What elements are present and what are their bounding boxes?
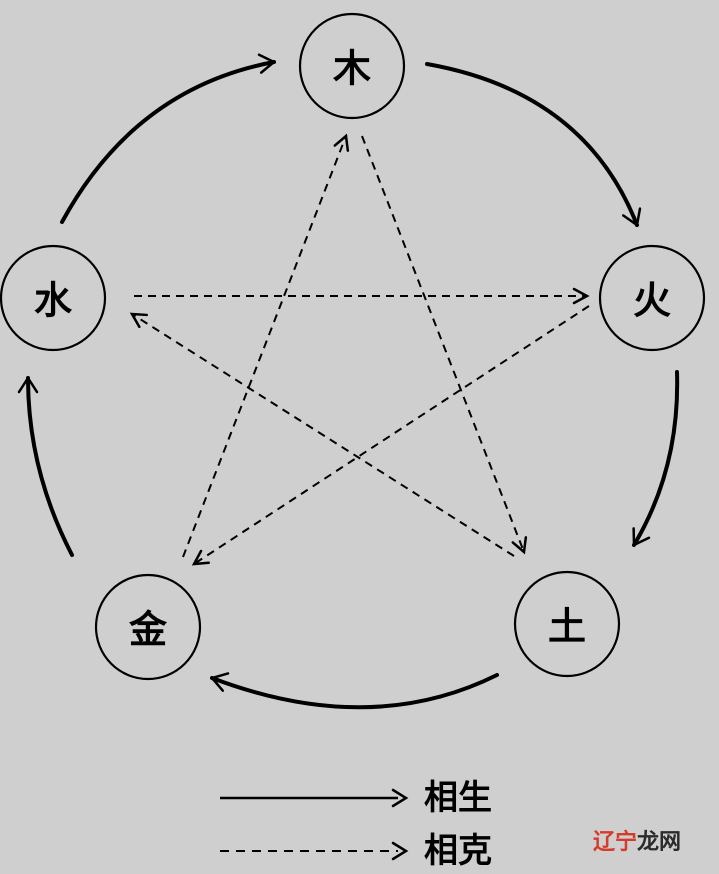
watermark-part2: 龙网: [636, 830, 681, 855]
watermark: 辽宁龙网: [593, 824, 681, 856]
arc-wood-to-fire: [425, 62, 639, 227]
node-wood: 木: [298, 12, 406, 120]
arrowhead-earth-to-metal: [209, 672, 230, 692]
line-earth-to-water: [131, 313, 515, 557]
node-fire: 火: [598, 244, 706, 352]
legend-solid-arrowhead: [391, 788, 409, 808]
line-fire-to-metal: [193, 305, 590, 565]
arc-metal-to-water: [26, 376, 74, 557]
legend-dashed-arrowhead: [391, 841, 409, 861]
node-earth-label: 土: [548, 604, 586, 649]
line-wood-to-earth: [361, 135, 525, 553]
watermark-part1: 辽宁: [592, 830, 637, 855]
arrowhead-water-to-fire: [572, 287, 590, 305]
arrowhead-earth-to-water: [129, 312, 148, 329]
generating-arrows: [26, 60, 680, 710]
node-wood-label: 木: [333, 46, 371, 91]
node-earth: 土: [513, 570, 621, 678]
node-fire-label: 火: [633, 278, 671, 323]
line-metal-to-wood: [182, 135, 347, 558]
arrowhead-metal-to-wood: [333, 133, 350, 152]
arrowheads: [17, 53, 651, 861]
node-water: 水: [0, 244, 107, 352]
node-metal: 金: [94, 573, 202, 681]
arrowhead-wood-to-fire: [622, 207, 642, 228]
arrowhead-metal-to-water: [17, 375, 39, 394]
legend-generating-label: 相生: [424, 778, 492, 818]
arc-earth-to-metal: [210, 673, 499, 710]
arrowhead-water-to-wood: [257, 53, 277, 74]
arc-water-to-wood: [60, 60, 276, 224]
legend-controlling-label: 相克: [424, 831, 492, 871]
arrowhead-wood-to-earth: [511, 536, 528, 555]
arrowhead-fire-to-earth: [632, 527, 651, 547]
legend: 相生 相克: [220, 778, 492, 871]
arrowhead-fire-to-metal: [191, 549, 210, 566]
node-water-label: 水: [34, 278, 73, 323]
controlling-arrows: [131, 135, 590, 565]
arc-fire-to-earth: [632, 370, 680, 547]
node-metal-label: 金: [128, 607, 168, 652]
